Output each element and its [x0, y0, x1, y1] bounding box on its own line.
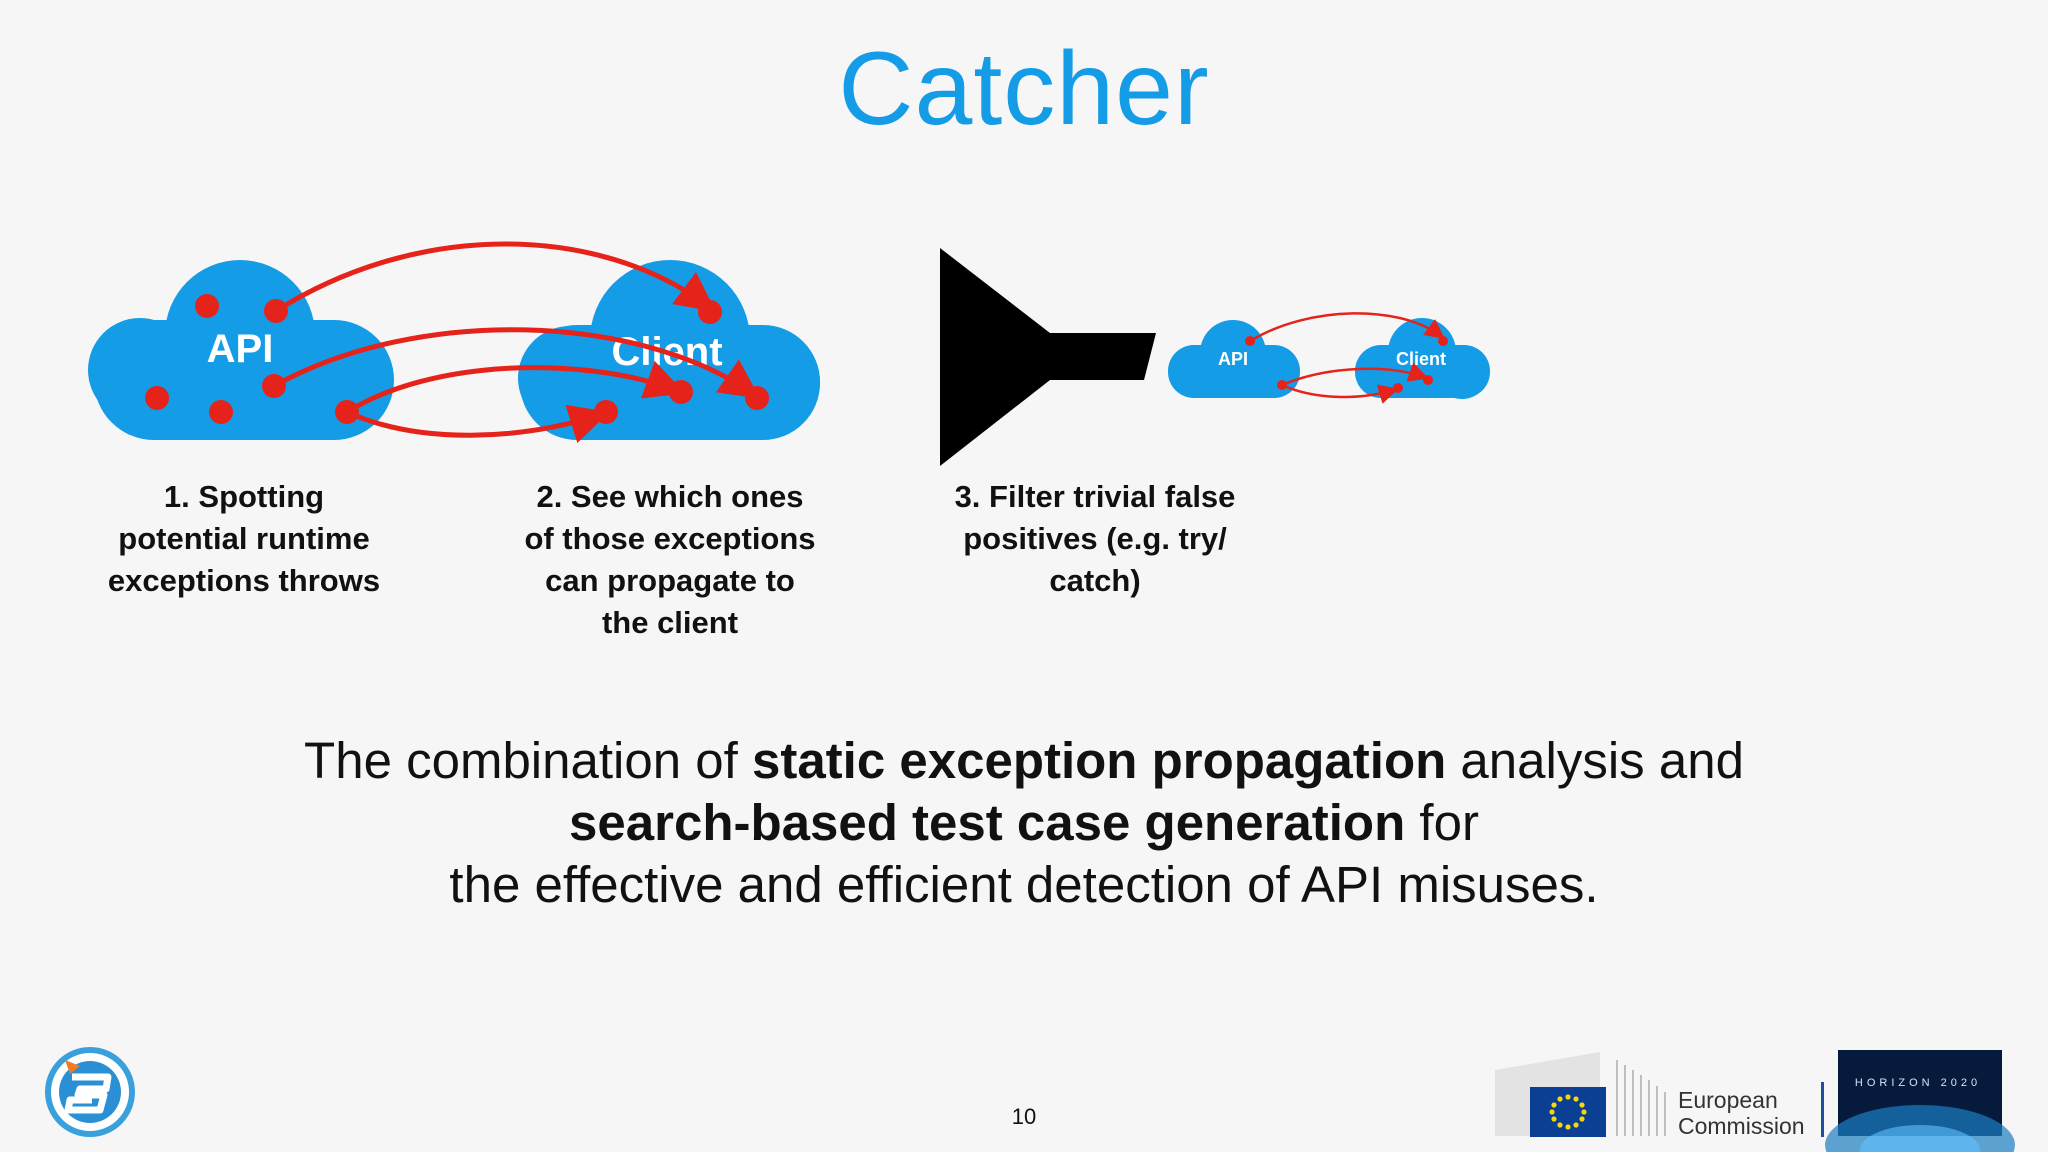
- exception-dot: [669, 380, 693, 404]
- caption-line: positives (e.g. try/: [963, 521, 1227, 556]
- caption-line: 1. Spotting: [163, 479, 325, 514]
- exception-dot: [209, 400, 233, 424]
- project-logo: [45, 1047, 135, 1137]
- step-3-caption: 3. Filter trivial false positives (e.g. …: [930, 476, 1260, 602]
- propagation-arrow: [1281, 383, 1399, 404]
- summary-text: The combination of: [304, 732, 752, 789]
- step-2-caption: 2. See which ones of those exceptions ca…: [500, 476, 840, 644]
- summary-line-1: The combination of static exception prop…: [0, 730, 2048, 792]
- exception-dot: [145, 386, 169, 410]
- small-propagation-arrows: [1249, 312, 1445, 404]
- horizon-2020-badge: [1825, 1050, 2015, 1152]
- exception-dot: [1438, 336, 1448, 346]
- horizon-2020-label: HORIZON 2020: [1854, 1077, 1982, 1089]
- summary-text: for: [1405, 794, 1479, 851]
- eu-flag-icon: [1495, 1052, 1824, 1137]
- summary-line-3: the effective and efficient detection of…: [0, 854, 2048, 916]
- api-cloud-label: API: [207, 327, 274, 371]
- european-commission-label: European Commission: [1678, 1087, 1805, 1139]
- caption-line: the client: [601, 605, 739, 640]
- slide-title: Catcher: [838, 31, 1210, 147]
- exception-dot: [1393, 383, 1403, 393]
- caption-line: of those exceptions: [524, 521, 816, 556]
- caption-line: 2. See which ones: [536, 479, 804, 514]
- caption-line: potential runtime: [118, 521, 370, 556]
- propagation-arrow: [345, 360, 686, 415]
- summary-text: analysis and: [1446, 732, 1744, 789]
- eu-stars: [1549, 1094, 1587, 1130]
- caption-line: can propagate to: [545, 563, 795, 598]
- summary-emphasis: search-based test case generation: [569, 794, 1406, 851]
- ec-label-line: Commission: [1678, 1113, 1805, 1139]
- propagation-arrow: [272, 327, 761, 399]
- summary-statement: The combination of static exception prop…: [0, 730, 2048, 916]
- ec-label-line: European: [1678, 1087, 1778, 1113]
- exception-dot: [1423, 375, 1433, 385]
- summary-line-2: search-based test case generation for: [0, 792, 2048, 854]
- ec-building-icon: [1616, 1060, 1666, 1136]
- propagation-arrow: [274, 241, 717, 314]
- exception-dot: [594, 400, 618, 424]
- propagation-arrow: [345, 404, 610, 444]
- funnel-icon: [940, 248, 1156, 466]
- propagation-arrows: [272, 241, 761, 444]
- caption-line: exceptions throws: [107, 563, 381, 598]
- propagation-arrow: [1249, 312, 1445, 343]
- small-api-label: API: [1218, 349, 1248, 369]
- caption-line: catch): [1049, 563, 1141, 598]
- small-client-label: Client: [1396, 349, 1446, 369]
- summary-emphasis: static exception propagation: [751, 732, 1447, 789]
- page-number: 10: [1011, 1104, 1037, 1129]
- exception-dot: [195, 294, 219, 318]
- small-exception-dots: [1245, 336, 1448, 393]
- summary-text: the effective and efficient detection of…: [449, 856, 1599, 913]
- caption-line: 3. Filter trivial false: [954, 479, 1236, 514]
- step-1-caption: 1. Spotting potential runtime exceptions…: [84, 476, 404, 602]
- propagation-arrow: [1281, 362, 1429, 387]
